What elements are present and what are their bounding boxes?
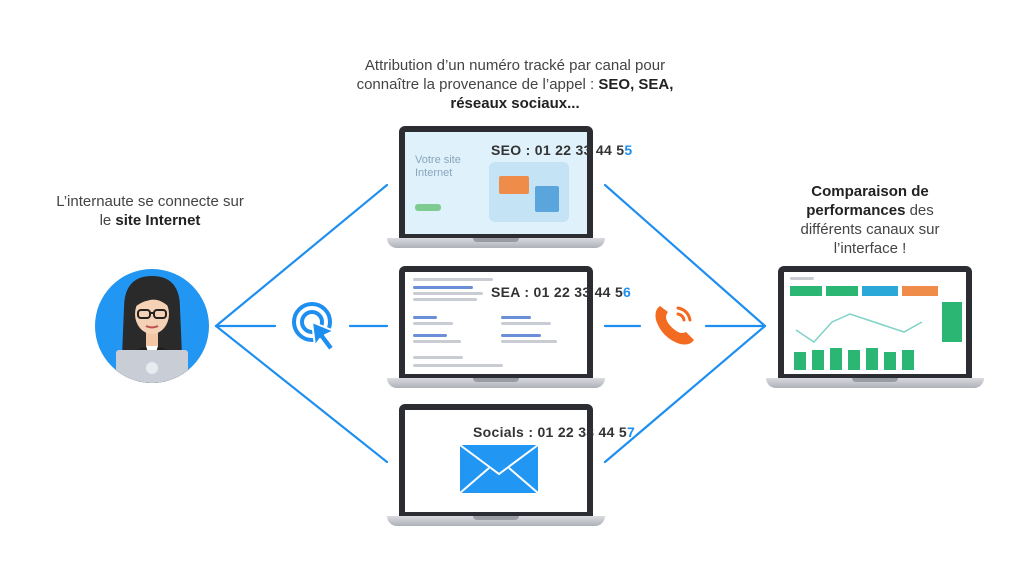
laptop-dashboard-notch	[852, 378, 898, 382]
laptop-sea-lid	[399, 266, 593, 378]
laptop-sea-base	[387, 378, 605, 388]
dashboard-tile-green	[826, 286, 858, 296]
sea-result-line	[413, 322, 453, 325]
sea-result-link	[501, 316, 531, 319]
seo-site-button	[415, 204, 441, 211]
right-caption-line2-text: des	[905, 202, 934, 219]
sea-result-link	[501, 334, 541, 337]
sea-number-text: SEA : 01 22 33 44 5	[491, 284, 624, 300]
left-caption-line2: le site Internet	[30, 211, 270, 230]
dashboard-tile-orange	[902, 286, 938, 296]
seo-site-title: Votre site Internet	[415, 154, 461, 180]
laptop-sea-screen	[405, 272, 587, 374]
sea-result-line	[413, 278, 493, 281]
laptop-seo: Votre site Internet SEO : 01 22 33 44 55	[387, 126, 632, 250]
woman-avatar-icon	[95, 269, 209, 383]
dashboard-tile-blue	[862, 286, 898, 296]
dashboard-side-panel	[942, 302, 962, 342]
seo-illustration	[489, 162, 569, 222]
laptop-dashboard-lid	[778, 266, 972, 378]
right-caption: Comparaison de performances des différen…	[770, 182, 970, 258]
left-caption-line2-bold: site Internet	[115, 212, 201, 229]
laptop-social-screen	[405, 410, 587, 512]
sea-result-link	[413, 286, 473, 289]
sea-result-line	[413, 340, 461, 343]
sea-result-line	[413, 298, 477, 301]
laptop-dashboard-base	[766, 378, 984, 388]
seo-number-text: SEO : 01 22 33 44 5	[491, 142, 625, 158]
social-number-text: Socials : 01 22 33 44 5	[473, 424, 628, 440]
laptop-social: Socials : 01 22 33 44 57	[387, 404, 635, 528]
left-caption-line1: L’internaute se connecte sur	[56, 193, 244, 210]
top-caption: Attribution d’un numéro tracké par canal…	[300, 56, 730, 113]
right-caption-line1: Comparaison de	[770, 182, 970, 201]
left-caption-line2-text: le	[99, 212, 116, 229]
right-caption-line1-bold: Comparaison de	[811, 183, 929, 200]
sea-number-digit: 6	[623, 284, 632, 300]
top-caption-line2: connaître la provenance de l’appel : SEO…	[300, 75, 730, 94]
line-left-to-seo	[214, 183, 389, 328]
social-tracked-number: Socials : 01 22 33 44 57	[473, 424, 635, 440]
laptop-seo-notch	[473, 238, 519, 242]
top-caption-line3: réseaux sociaux...	[300, 94, 730, 113]
dashboard-header	[790, 277, 814, 280]
sea-result-line	[413, 292, 483, 295]
sea-result-line	[501, 322, 551, 325]
seo-illus-panel	[535, 186, 559, 212]
laptop-dashboard	[766, 266, 984, 390]
sea-result-line	[413, 356, 463, 359]
top-caption-line2-bold: SEO, SEA,	[598, 76, 674, 93]
top-caption-line3-bold: réseaux sociaux...	[450, 95, 580, 112]
laptop-social-base	[387, 516, 605, 526]
sea-tracked-number: SEA : 01 22 33 44 56	[491, 284, 631, 300]
right-caption-line4: l’interface !	[833, 240, 907, 257]
line-left-to-social	[214, 324, 389, 464]
dashboard-chart	[794, 313, 923, 370]
left-caption: L’internaute se connecte sur le site Int…	[30, 192, 270, 230]
right-caption-line2-bold: performances	[806, 202, 906, 219]
right-caption-line3: différents canaux sur	[800, 221, 940, 238]
seo-number-digit: 5	[624, 142, 633, 158]
phone-icon-wrap	[650, 300, 698, 350]
social-number-digit: 7	[627, 424, 636, 440]
dashboard-tile-green	[790, 286, 822, 296]
dashboard-screen	[784, 272, 966, 374]
right-caption-line2: performances des	[770, 201, 970, 220]
seo-site-title-2: Internet	[415, 167, 453, 179]
laptop-sea: SEA : 01 22 33 44 56	[387, 266, 631, 390]
click-icon-wrap	[290, 300, 342, 356]
laptop-social-notch	[473, 516, 519, 520]
line-social-to-right	[603, 324, 767, 464]
top-caption-line1: Attribution d’un numéro tracké par canal…	[364, 57, 666, 74]
sea-result-line	[413, 364, 503, 367]
seo-site-title-1: Votre site	[415, 154, 461, 166]
user-avatar	[94, 268, 210, 384]
envelope-icon	[459, 444, 539, 494]
sea-result-line	[501, 340, 557, 343]
laptop-seo-lid: Votre site Internet	[399, 126, 593, 238]
top-caption-line2-text: connaître la provenance de l’appel :	[356, 76, 599, 93]
laptop-seo-screen: Votre site Internet	[405, 132, 587, 234]
laptop-seo-base	[387, 238, 605, 248]
phone-ringing-icon	[655, 306, 694, 345]
cursor-click-icon	[292, 302, 335, 352]
sea-result-link	[413, 316, 437, 319]
seo-illus-card	[499, 176, 529, 194]
line-seo-to-right	[603, 183, 767, 328]
laptop-sea-notch	[473, 378, 519, 382]
laptop-social-lid	[399, 404, 593, 516]
seo-tracked-number: SEO : 01 22 33 44 55	[491, 142, 632, 158]
sea-result-link	[413, 334, 447, 337]
